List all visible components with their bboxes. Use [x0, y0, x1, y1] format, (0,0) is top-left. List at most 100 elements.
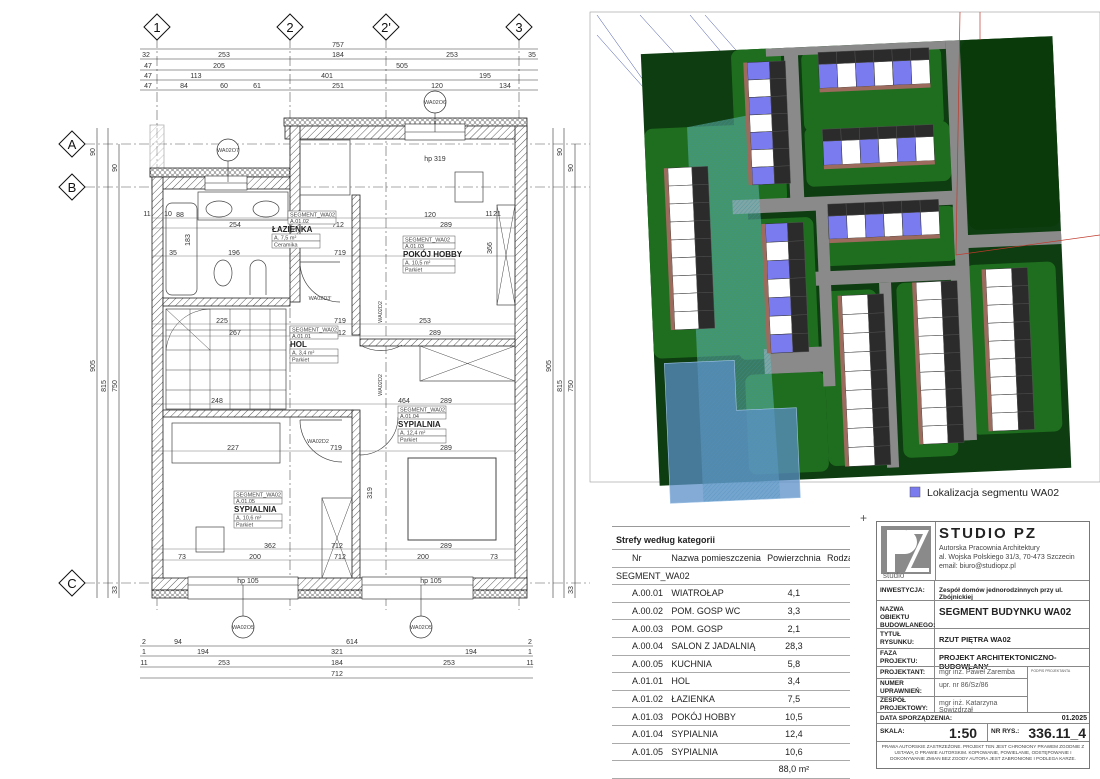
house — [749, 113, 773, 133]
house — [673, 292, 699, 313]
house — [667, 166, 693, 187]
bed-left — [171, 422, 281, 464]
garage — [859, 126, 879, 140]
investment-value: Zespół domów jednorodzinnych przy ul. Zb… — [939, 587, 1063, 601]
cell-nr: A.01.02 — [612, 690, 672, 709]
house-segment-wa02 — [896, 136, 917, 163]
retention-pond — [664, 360, 801, 504]
garage — [791, 314, 809, 335]
svg-text:1: 1 — [142, 649, 146, 656]
grid-axis-B: B — [58, 173, 86, 201]
svg-text:73: 73 — [178, 554, 186, 561]
garage — [940, 280, 958, 300]
signature-label: PODPIS PROJEKTANTA — [1031, 669, 1071, 673]
garage — [787, 222, 805, 242]
house — [990, 393, 1019, 414]
house — [847, 427, 875, 448]
svg-text:464: 464 — [398, 398, 410, 405]
svg-text:319: 319 — [367, 487, 374, 499]
svg-text:HOL: HOL — [290, 340, 307, 349]
svg-text:2': 2' — [381, 20, 391, 35]
door-hobby-arc — [359, 305, 403, 351]
svg-text:253: 253 — [443, 660, 455, 667]
garage — [873, 48, 893, 63]
drawing-no-value: 336.11_4 — [1028, 725, 1086, 741]
date-row: DATA SPORZĄDZENIA: 01.2025 — [877, 712, 1089, 724]
house — [767, 278, 791, 299]
svg-text:A.01.05: A.01.05 — [236, 499, 255, 505]
scale-value: 1:50 — [949, 725, 978, 741]
svg-text:227: 227 — [227, 445, 239, 452]
svg-text:719: 719 — [330, 445, 342, 452]
house — [668, 184, 694, 205]
studio-address: al. Wojska Polskiego 31/3, 70-473 Szczec… — [939, 554, 1075, 561]
cell-name: WIATROŁAP — [671, 584, 761, 603]
svg-text:A.01.01: A.01.01 — [292, 334, 311, 340]
total-area: 88,0 m² — [760, 760, 827, 779]
cell-area: 3,3 — [760, 602, 827, 621]
house — [987, 321, 1015, 342]
garage — [790, 295, 808, 316]
house — [873, 60, 894, 87]
garage — [692, 184, 710, 204]
drawing-title-row: TYTUŁ RYSUNKU: RZUT PIĘTRA WA02 — [877, 628, 1089, 649]
svg-text:3: 3 — [515, 20, 522, 35]
svg-text:719: 719 — [334, 318, 346, 325]
svg-text:SYPIALNIA: SYPIALNIA — [398, 420, 441, 429]
svg-text:2: 2 — [528, 639, 532, 646]
house — [921, 406, 948, 427]
house — [846, 408, 874, 429]
terrace-strip — [663, 168, 675, 331]
house — [922, 424, 949, 445]
garage — [871, 388, 889, 409]
svg-text:SEGMENT_WA02: SEGMENT_WA02 — [290, 213, 335, 219]
svg-text:289: 289 — [440, 543, 452, 550]
svg-text:hp 105: hp 105 — [420, 578, 442, 585]
house — [914, 136, 935, 162]
svg-text:757: 757 — [332, 42, 344, 49]
svg-text:11: 11 — [143, 211, 150, 218]
vanity — [197, 191, 289, 221]
toilet — [213, 259, 233, 287]
svg-text:120: 120 — [431, 83, 443, 90]
garage — [864, 201, 884, 215]
cell-area: 4,1 — [760, 584, 827, 603]
svg-text:750: 750 — [112, 380, 119, 392]
scale-label: SKALA: — [880, 728, 905, 735]
date-value: 01.2025 — [1061, 715, 1087, 722]
phase-label: FAZA PROJEKTU: — [880, 650, 918, 665]
phase-row: FAZA PROJEKTU: PROJEKT ARCHITEKTONICZNO-… — [877, 648, 1089, 671]
svg-text:11: 11 — [485, 211, 492, 218]
cell-nr: A.00.05 — [612, 655, 672, 674]
house-segment-wa02 — [768, 296, 792, 317]
svg-text:ŁAZIENKA: ŁAZIENKA — [272, 225, 313, 234]
house-segment-wa02 — [892, 60, 913, 86]
svg-text:712: 712 — [332, 222, 344, 229]
svg-text:289: 289 — [440, 398, 452, 405]
svg-text:712: 712 — [334, 330, 346, 337]
svg-text:905: 905 — [546, 360, 553, 372]
house-segment-wa02 — [901, 211, 922, 237]
house — [917, 316, 944, 337]
garage — [769, 60, 787, 80]
svg-text:614: 614 — [346, 639, 358, 646]
house-segment-wa02 — [769, 333, 794, 354]
garage — [697, 309, 716, 330]
svg-text:401: 401 — [321, 73, 333, 80]
garage — [1012, 303, 1031, 323]
cell-name: POM. GOSP — [671, 619, 761, 638]
svg-text:183: 183 — [185, 234, 192, 246]
scale-row: SKALA: 1:50 NR RYS.: 336.11_4 — [877, 723, 1089, 742]
house — [985, 267, 1013, 288]
garage — [882, 200, 903, 214]
house — [845, 389, 873, 410]
road — [765, 40, 946, 57]
svg-text:SEGMENT_WA02: SEGMENT_WA02 — [400, 408, 445, 414]
grid-axis-1: 1 — [143, 13, 171, 41]
